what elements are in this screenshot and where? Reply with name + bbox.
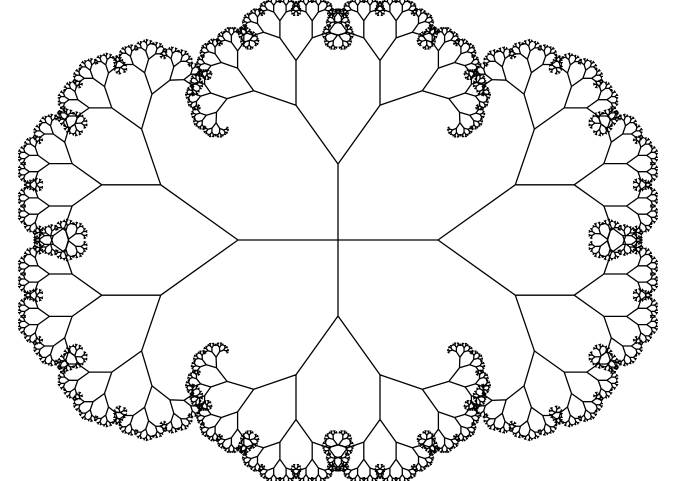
fractal-branch-path [17, 0, 659, 481]
fractal-branches [17, 0, 659, 481]
